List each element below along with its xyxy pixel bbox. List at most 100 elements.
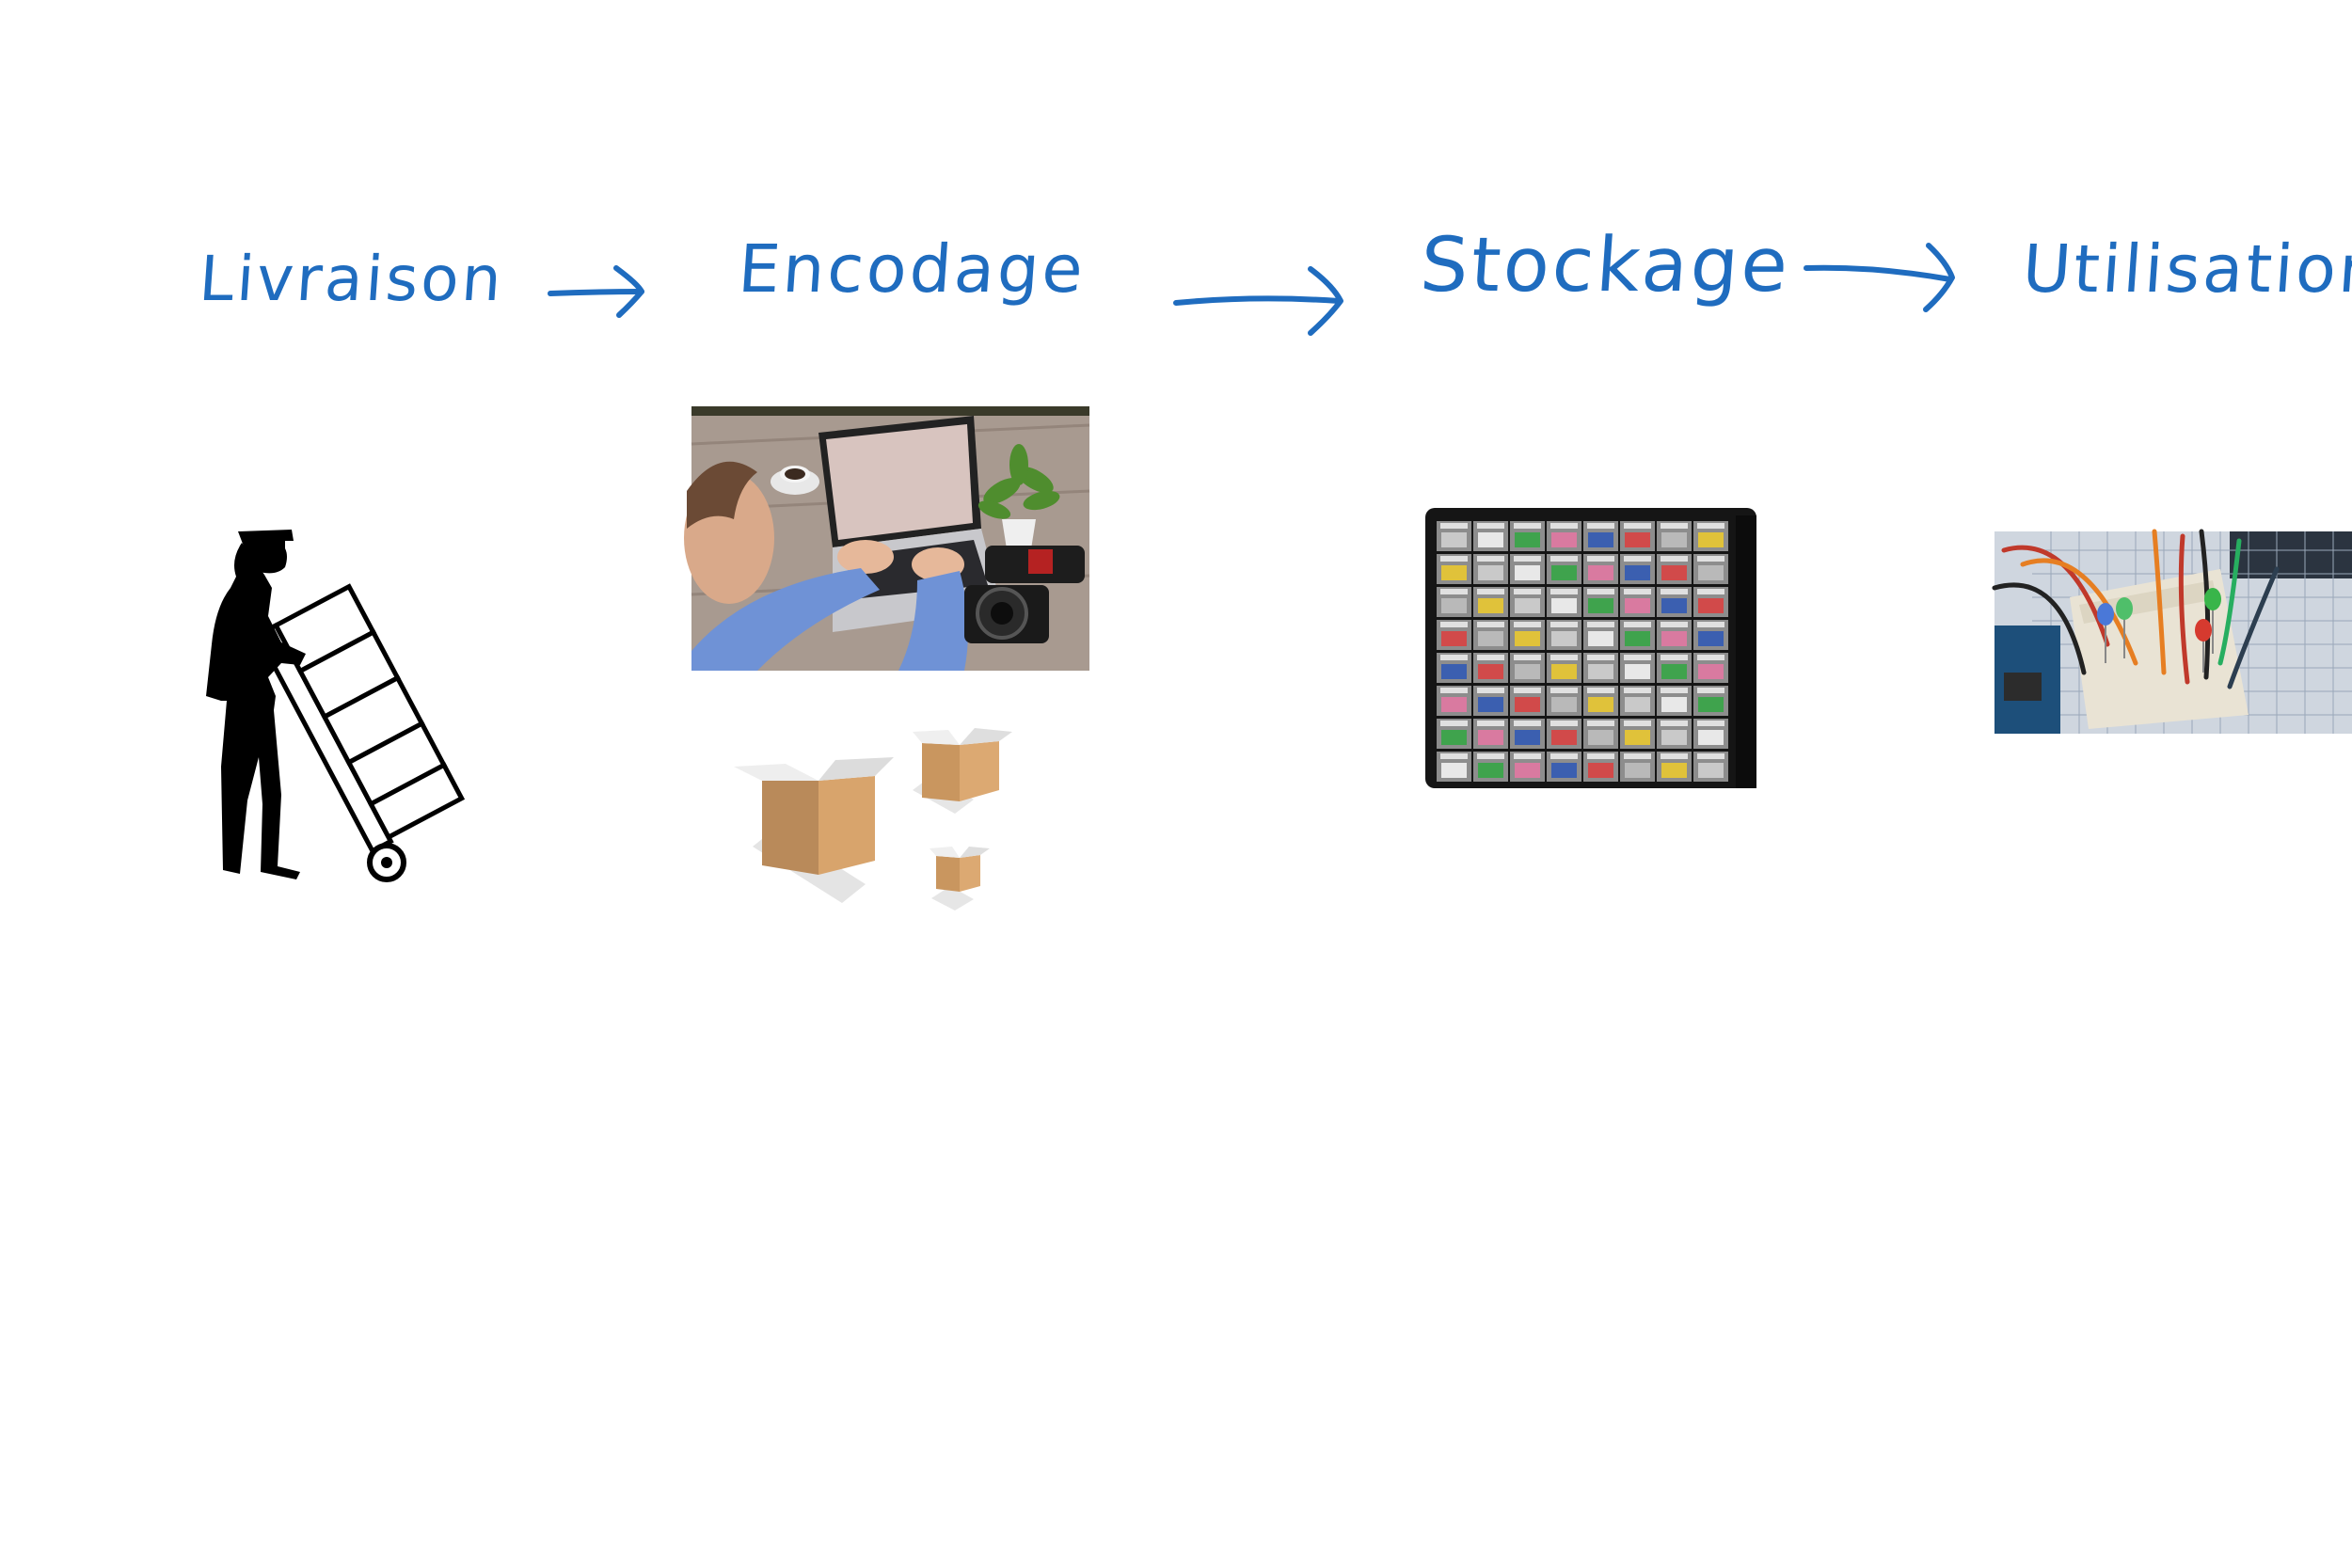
drawer-handle bbox=[1440, 655, 1468, 660]
drawer-handle bbox=[1697, 622, 1724, 627]
arrow-stockage-to-utilisation bbox=[1804, 243, 1955, 312]
drawer-contents bbox=[1441, 763, 1467, 778]
drawer-handle bbox=[1514, 523, 1541, 529]
drawer-contents bbox=[1661, 631, 1687, 646]
drawer-handle bbox=[1477, 622, 1504, 627]
stage-label-stockage: Stockage bbox=[1417, 221, 1794, 309]
drawer-contents bbox=[1698, 598, 1724, 613]
drawer-contents bbox=[1441, 598, 1467, 613]
drawer-handle bbox=[1477, 589, 1504, 594]
drawer-contents bbox=[1551, 532, 1577, 547]
drawer-contents bbox=[1661, 598, 1687, 613]
drawer-contents bbox=[1698, 730, 1724, 745]
parts-drawer-cabinet-illustration bbox=[1425, 508, 1756, 788]
drawer-contents bbox=[1698, 763, 1724, 778]
drawer-contents bbox=[1515, 730, 1540, 745]
drawer-handle bbox=[1661, 655, 1688, 660]
drawer-contents bbox=[1661, 730, 1687, 745]
drawer-handle bbox=[1587, 721, 1614, 726]
drawer-handle bbox=[1697, 753, 1724, 759]
arrow-livraison-to-encodage bbox=[548, 265, 644, 318]
drawer-handle bbox=[1697, 721, 1724, 726]
drawer-contents bbox=[1441, 565, 1467, 580]
hand-truck bbox=[254, 583, 466, 855]
box-medium bbox=[913, 728, 1012, 801]
drawer-contents bbox=[1625, 532, 1650, 547]
drawer-handle bbox=[1440, 721, 1468, 726]
drawer-handle bbox=[1550, 556, 1578, 562]
drawer-handle bbox=[1514, 721, 1541, 726]
drawer-handle bbox=[1624, 655, 1651, 660]
drawer-handle bbox=[1587, 688, 1614, 693]
drawer-handle bbox=[1587, 589, 1614, 594]
drawer-contents bbox=[1551, 631, 1577, 646]
drawer-handle bbox=[1697, 523, 1724, 529]
drawer-handle bbox=[1550, 523, 1578, 529]
drawer-handle bbox=[1440, 589, 1468, 594]
drawer-handle bbox=[1661, 622, 1688, 627]
stage-label-encodage: Encodage bbox=[736, 230, 1089, 308]
drawer-handle bbox=[1477, 523, 1504, 529]
drawer-handle bbox=[1661, 721, 1688, 726]
drawer-handle bbox=[1550, 688, 1578, 693]
drawer-contents bbox=[1588, 532, 1613, 547]
drawer-handle bbox=[1587, 655, 1614, 660]
drawer-contents bbox=[1515, 598, 1540, 613]
drawer-handle bbox=[1661, 523, 1688, 529]
drawer-contents bbox=[1478, 763, 1503, 778]
drawer-handle bbox=[1587, 523, 1614, 529]
drawer-contents bbox=[1551, 763, 1577, 778]
drawer-handle bbox=[1550, 753, 1578, 759]
drawer-handle bbox=[1440, 523, 1468, 529]
drawer-contents bbox=[1551, 664, 1577, 679]
drawer-contents bbox=[1441, 697, 1467, 712]
drawer-contents bbox=[1515, 763, 1540, 778]
drawer-contents bbox=[1441, 730, 1467, 745]
drawer-contents bbox=[1661, 763, 1687, 778]
drawer-handle bbox=[1440, 556, 1468, 562]
drawer-contents bbox=[1515, 532, 1540, 547]
drawer-handle bbox=[1440, 622, 1468, 627]
drawer-contents bbox=[1661, 697, 1687, 712]
drawer-handle bbox=[1514, 556, 1541, 562]
drawer-handle bbox=[1477, 688, 1504, 693]
laptop-desk-photo bbox=[684, 406, 1090, 671]
drawer-handle bbox=[1697, 589, 1724, 594]
drawer-contents bbox=[1661, 565, 1687, 580]
drawer-handle bbox=[1697, 556, 1724, 562]
drawer-contents bbox=[1588, 730, 1613, 745]
drawer-contents bbox=[1661, 664, 1687, 679]
arrow-encodage-to-stockage bbox=[1173, 266, 1343, 336]
drawer-contents bbox=[1478, 664, 1503, 679]
drawer-handle bbox=[1624, 589, 1651, 594]
drawer-handle bbox=[1624, 721, 1651, 726]
drawer-handle bbox=[1624, 688, 1651, 693]
drawer-handle bbox=[1624, 556, 1651, 562]
drawer-contents bbox=[1661, 532, 1687, 547]
drawer-handle bbox=[1624, 523, 1651, 529]
drawer-handle bbox=[1440, 753, 1468, 759]
drawer-contents bbox=[1625, 598, 1650, 613]
drawer-contents bbox=[1441, 532, 1467, 547]
drawer-handle bbox=[1514, 622, 1541, 627]
drawer-handle bbox=[1587, 753, 1614, 759]
drawer-contents bbox=[1588, 763, 1613, 778]
delivery-worker-illustration bbox=[206, 530, 466, 882]
drawer-handle bbox=[1661, 589, 1688, 594]
drawer-contents bbox=[1588, 598, 1613, 613]
drawer-handle bbox=[1440, 688, 1468, 693]
drawer-handle bbox=[1477, 721, 1504, 726]
drawer-handle bbox=[1550, 655, 1578, 660]
drawer-handle bbox=[1550, 721, 1578, 726]
drawer-handle bbox=[1587, 556, 1614, 562]
drawer-contents bbox=[1588, 631, 1613, 646]
drawer-contents bbox=[1478, 631, 1503, 646]
drawer-contents bbox=[1698, 532, 1724, 547]
drawer-contents bbox=[1551, 697, 1577, 712]
drawer-handle bbox=[1477, 655, 1504, 660]
box-small bbox=[930, 847, 990, 892]
drawer-contents bbox=[1625, 697, 1650, 712]
drawer-contents bbox=[1551, 565, 1577, 580]
drawer-contents bbox=[1588, 565, 1613, 580]
drawer-handle bbox=[1514, 589, 1541, 594]
